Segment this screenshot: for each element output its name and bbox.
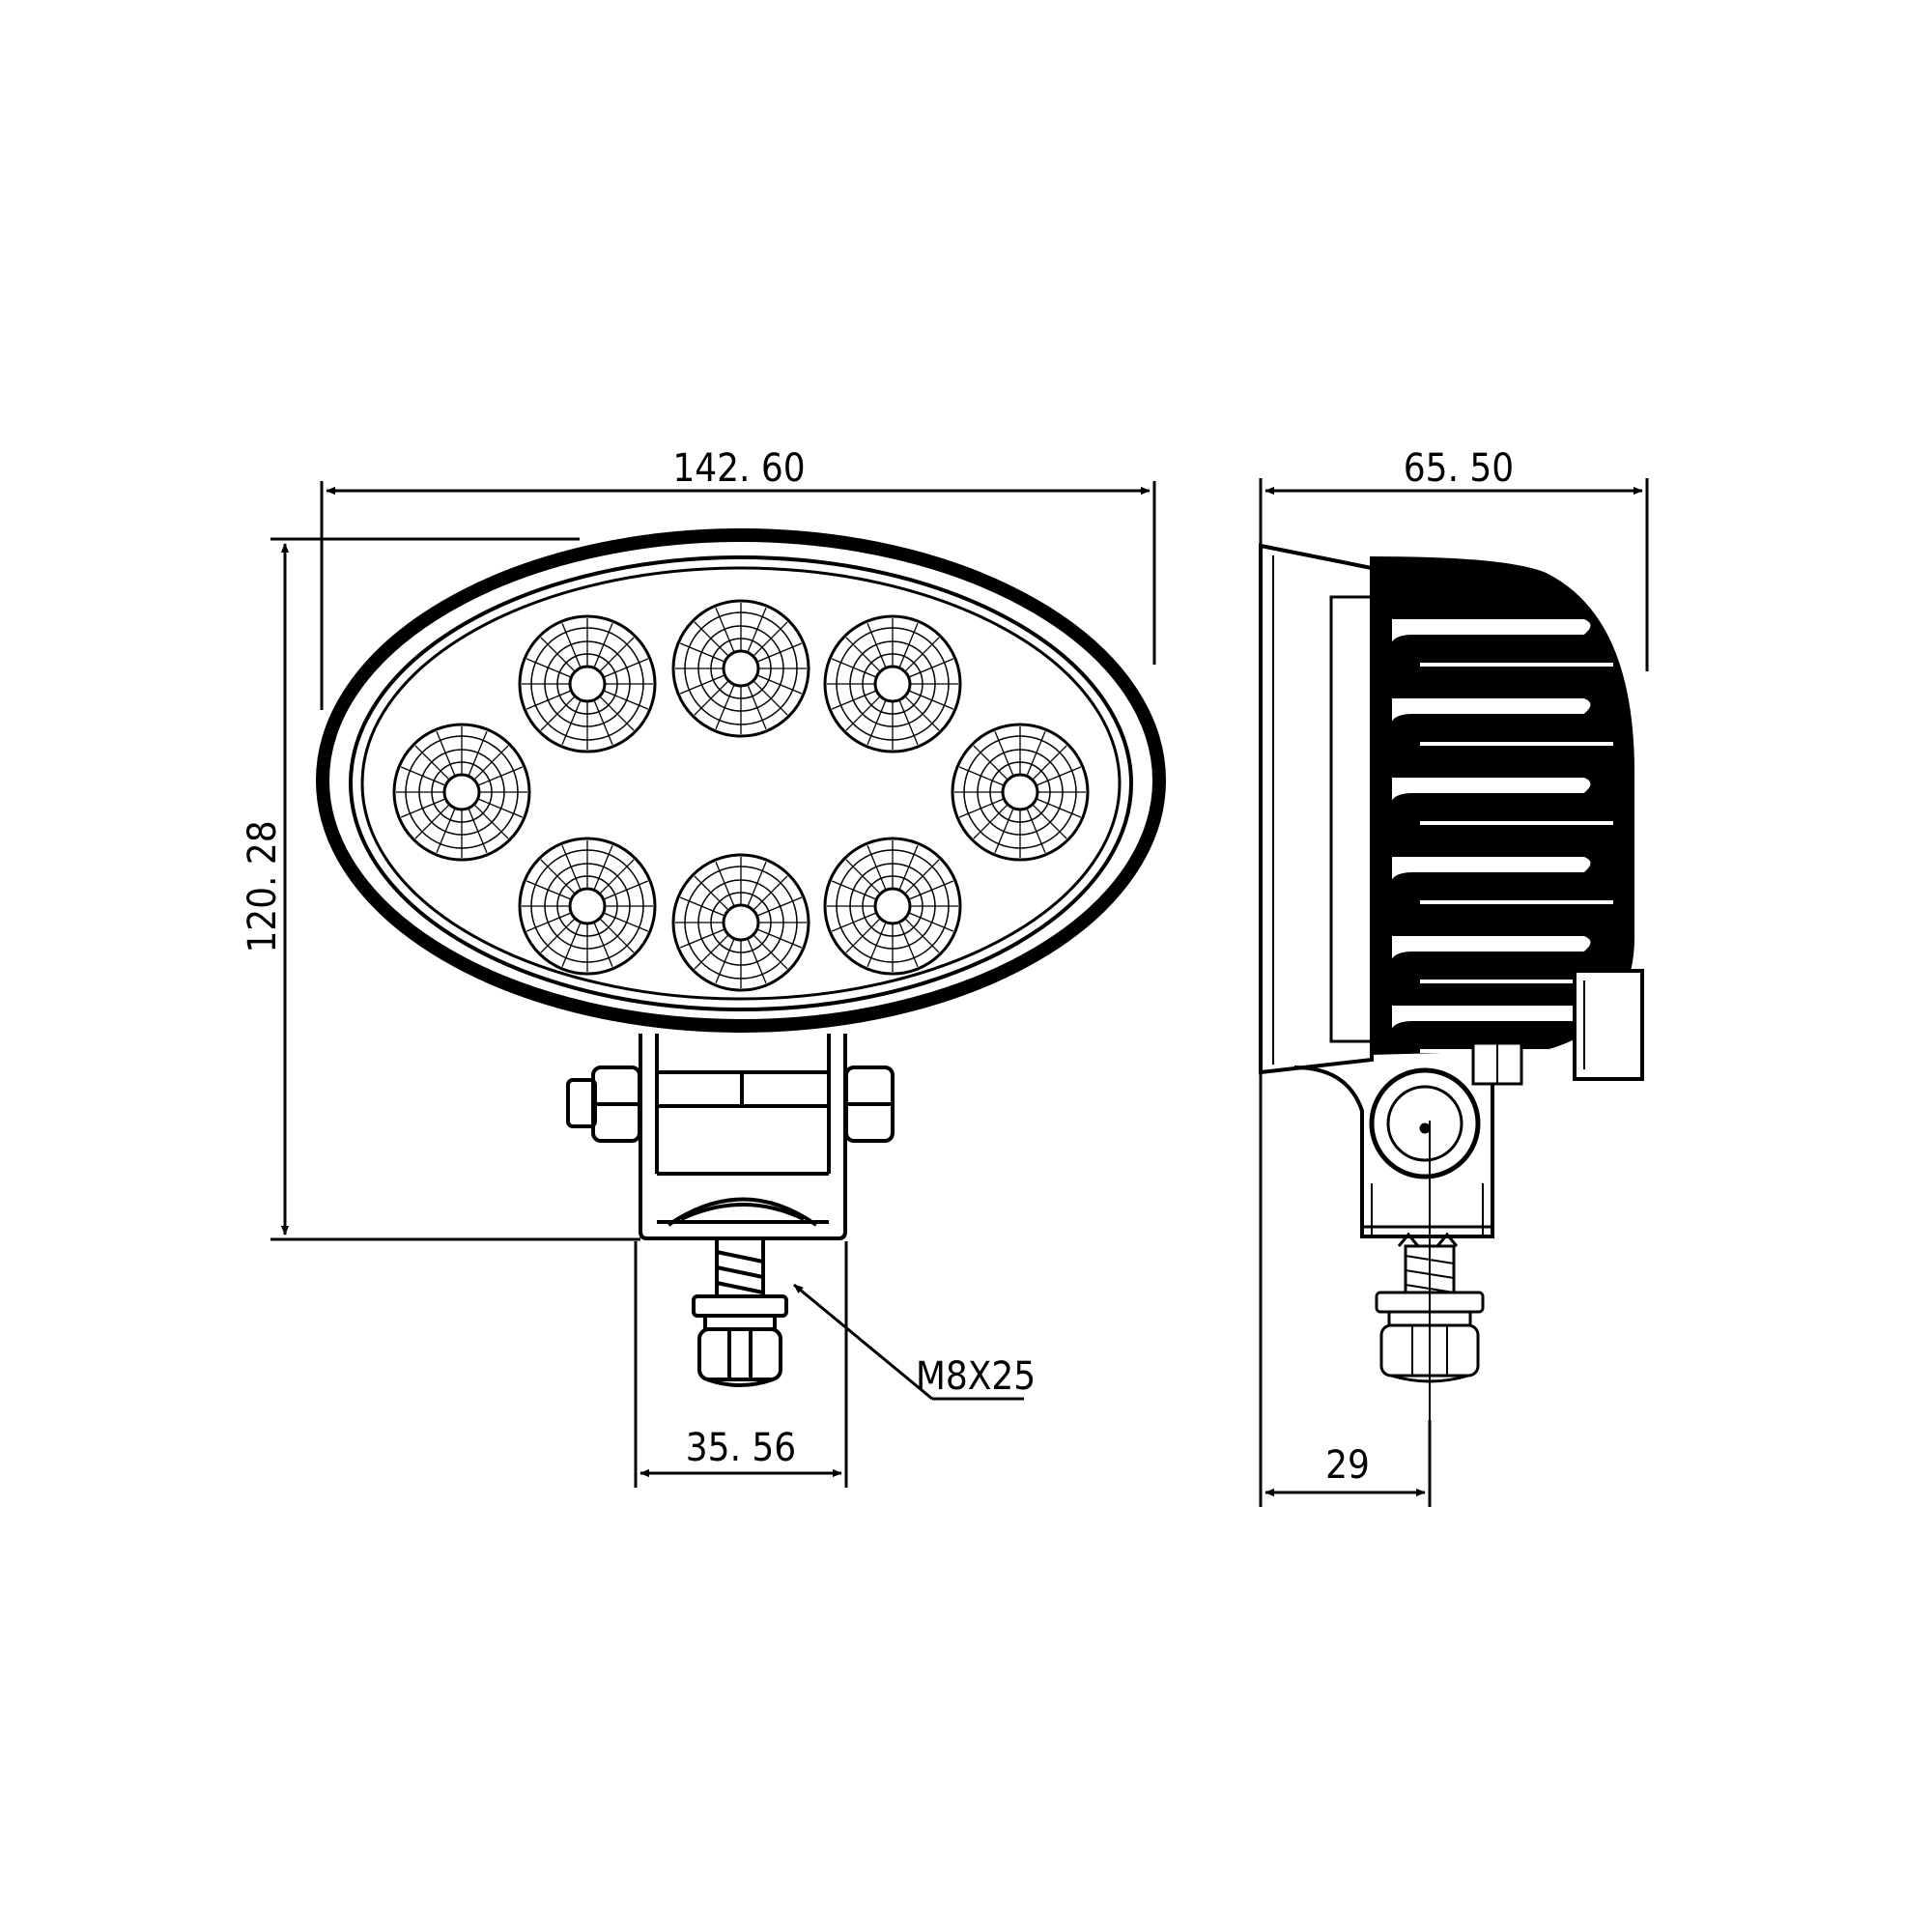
led-lens — [518, 614, 657, 753]
heatsink-fin — [1390, 617, 1593, 650]
led-lens — [951, 723, 1090, 862]
dimension-lines — [270, 478, 1649, 1507]
heatsink-fin — [1390, 696, 1593, 729]
led-lens — [671, 853, 810, 992]
led-lens — [518, 837, 657, 976]
bracket-width-dimension-label: 35. 56 — [686, 1426, 796, 1470]
bolt-offset-dimension-label: 29 — [1325, 1443, 1370, 1488]
heatsink-fin — [1390, 776, 1593, 809]
side-bezel — [1259, 543, 1374, 1075]
heatsink-fin — [1390, 855, 1593, 888]
bolt-spec-callout: M8X25 — [916, 1354, 1036, 1399]
side-view — [1259, 543, 1644, 1420]
heatsink-fins — [1390, 617, 1613, 1053]
led-lens — [823, 614, 962, 753]
rear-connector — [1573, 969, 1644, 1081]
bolt-leader-line — [793, 1283, 933, 1401]
led-lens — [671, 599, 810, 738]
led-lens — [823, 837, 962, 976]
led-lens — [392, 723, 531, 862]
led-group — [392, 599, 1090, 992]
front-view — [316, 528, 1166, 1387]
heatsink-fin — [1390, 934, 1593, 967]
lens-ellipse — [360, 566, 1122, 1001]
inner-bezel-ellipse — [349, 555, 1133, 1011]
width-dimension-label: 142. 60 — [672, 446, 805, 491]
height-dimension-label: 120. 28 — [241, 820, 285, 952]
mounting-bracket — [566, 1034, 895, 1387]
outer-housing-ellipse — [316, 528, 1166, 1033]
depth-dimension-label: 65. 50 — [1404, 446, 1514, 491]
